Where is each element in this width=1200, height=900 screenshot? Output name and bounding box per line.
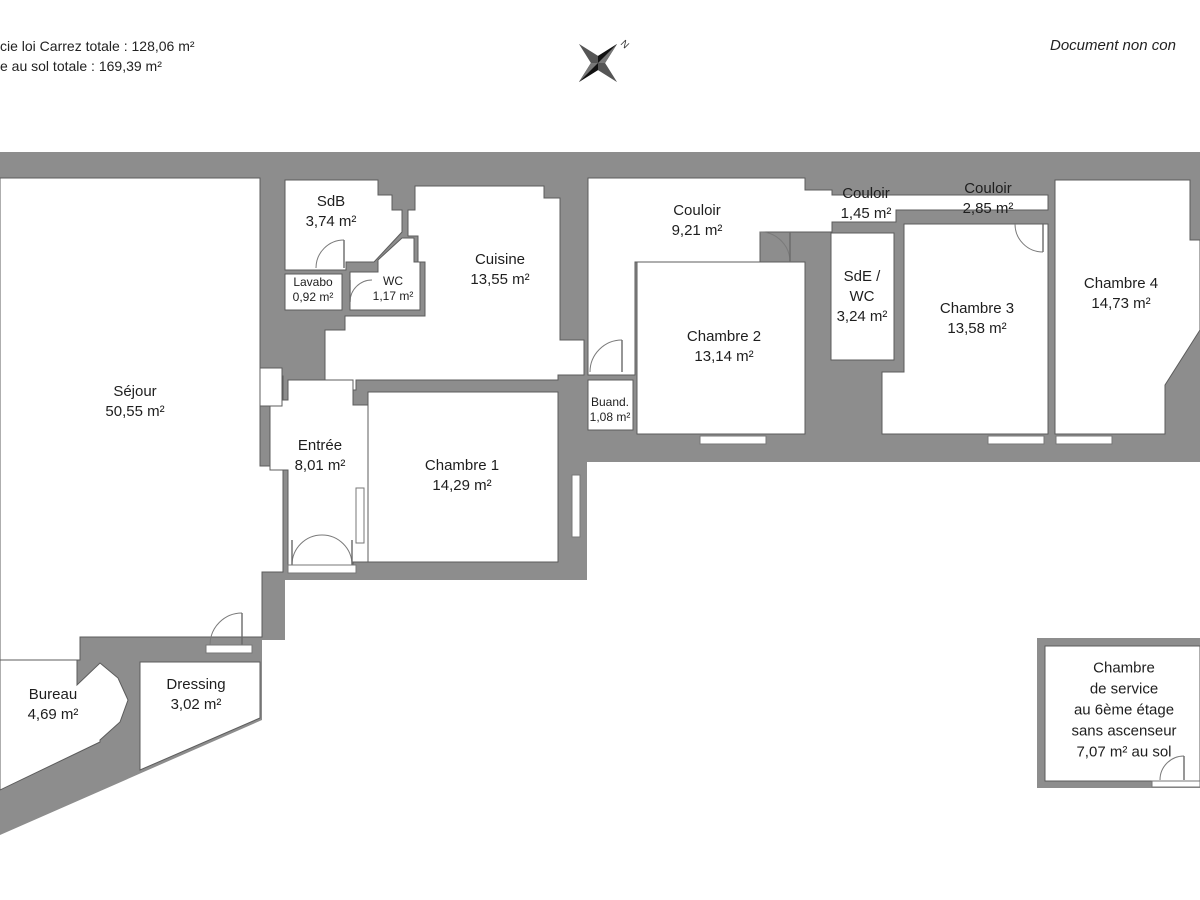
window-chambre2	[699, 435, 767, 445]
window-chambre1	[571, 474, 581, 538]
door-sdb	[315, 239, 345, 269]
door-sejour	[209, 612, 243, 646]
sdb-floor	[284, 179, 403, 271]
chambre3-floor	[881, 223, 1049, 435]
disclaimer-text: Document non con	[1050, 37, 1176, 54]
dressing-floor	[139, 661, 261, 771]
couloir1-floor	[587, 177, 1049, 376]
compass-letter: N	[618, 38, 631, 51]
window-service	[1151, 780, 1200, 788]
room-buanderie: Buand.1,08 m²	[589, 395, 631, 424]
floor-area-total-text: e au sol totale : 169,39 m²	[0, 58, 162, 74]
door-chambre3	[1014, 223, 1044, 253]
chambre4-floor	[1054, 179, 1200, 435]
wc-floor	[349, 237, 421, 311]
sdewc-floor	[830, 232, 895, 361]
door-service	[1159, 755, 1185, 781]
window-entree-bottom	[287, 564, 357, 574]
window-sejour	[205, 644, 253, 654]
window-chambre4	[1055, 435, 1113, 445]
chambre2-floor	[636, 261, 806, 435]
buanderie-floor	[587, 379, 634, 431]
window-entree	[355, 487, 365, 544]
column	[259, 367, 283, 407]
door-buanderie	[589, 339, 623, 373]
window-chambre3	[987, 435, 1045, 445]
bureau-floor	[0, 659, 129, 791]
compass-rose-icon	[578, 43, 618, 83]
lavabo-floor	[284, 273, 343, 311]
room-chambre-service: Chambre de service au 6ème étage sans as…	[1071, 659, 1177, 761]
carrez-total-text: cie loi Carrez totale : 128,06 m²	[0, 38, 195, 54]
chambre1-floor	[367, 391, 559, 563]
